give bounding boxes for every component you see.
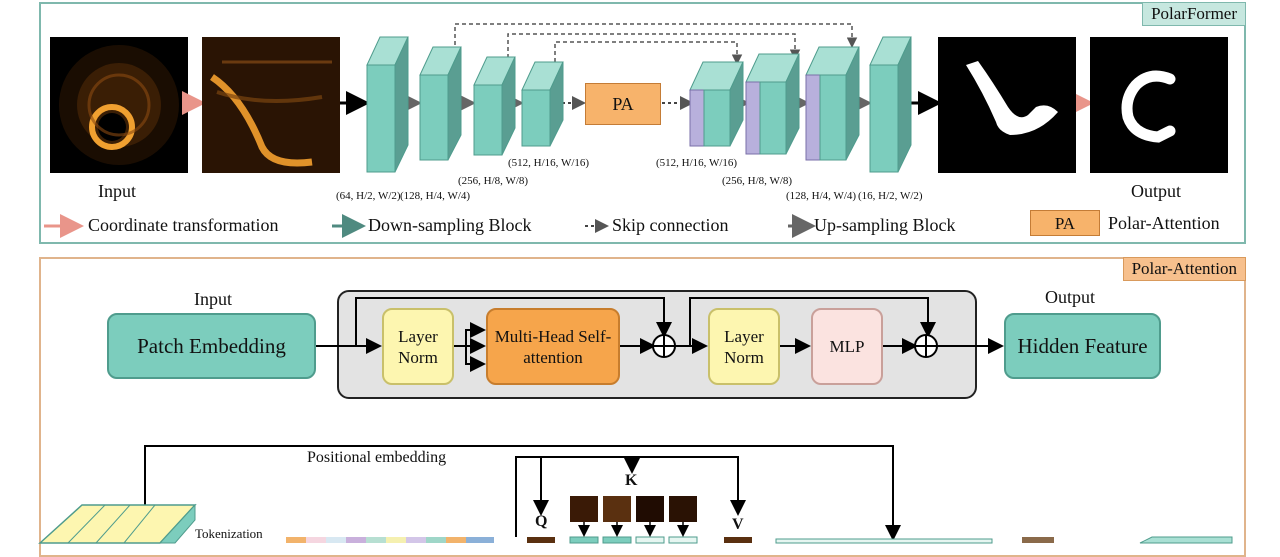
output-token-row xyxy=(775,538,993,544)
polar-attention-arrows xyxy=(38,297,1233,544)
down-block-3 xyxy=(473,56,516,156)
polarformer-panel: PolarFormer xyxy=(39,2,1246,244)
q-label: Q xyxy=(535,513,548,530)
encoder-decoder-blocks xyxy=(366,36,912,173)
input-caption: Input xyxy=(98,181,136,201)
dim-down-1: (64, H/2, W/2) xyxy=(336,190,401,202)
legend-pa-box: PA xyxy=(1030,210,1100,236)
oct-ring-graphic xyxy=(59,45,179,165)
dim-up-4: (16, H/2, W/2) xyxy=(858,190,923,202)
tokenization-label: Tokenization xyxy=(195,526,263,541)
v-label: V xyxy=(732,516,744,533)
legend-pa-box-label: PA xyxy=(1054,213,1076,233)
legend-down-sampling: Down-sampling Block xyxy=(368,215,532,235)
hidden-feature-box: Hidden Feature xyxy=(1004,313,1161,379)
polar-mask-graphic xyxy=(966,61,1058,135)
mini-patch xyxy=(1022,537,1054,543)
legend-skip-connection: Skip connection xyxy=(612,215,729,235)
mlp-label: MLP xyxy=(829,337,865,356)
polar-attention-tag: Polar-Attention xyxy=(1122,257,1246,281)
dim-down-4: (512, H/16, W/16) xyxy=(508,157,590,169)
attention-cells xyxy=(527,536,752,544)
pa-output-caption: Output xyxy=(1045,287,1096,307)
k-label: K xyxy=(625,472,638,489)
dim-down-2: (128, H/4, W/4) xyxy=(400,190,471,202)
layer-norm-2-box: Layer Norm xyxy=(708,308,780,385)
input-oct-image xyxy=(50,37,188,173)
legend-up-sampling: Up-sampling Block xyxy=(814,215,956,235)
pa-block: PA xyxy=(585,83,661,125)
up-block-1 xyxy=(689,61,744,147)
pa-block-label: PA xyxy=(612,93,634,114)
up-block-4 xyxy=(869,36,912,173)
polar-prediction-image xyxy=(938,37,1076,173)
token-sequence xyxy=(286,537,494,543)
patch-embedding-label: Patch Embedding xyxy=(137,333,286,358)
hidden-feature-label: Hidden Feature xyxy=(1017,333,1148,358)
layer-norm-1-label: Layer Norm xyxy=(398,326,438,367)
patch-embedding-box: Patch Embedding xyxy=(107,313,316,379)
output-caption: Output xyxy=(1131,181,1182,201)
layer-norm-2-label: Layer Norm xyxy=(724,326,764,367)
output-mask-graphic xyxy=(1121,70,1176,143)
legend-polar-attention: Polar-Attention xyxy=(1108,213,1220,233)
polar-image-graphic xyxy=(202,37,340,173)
output-mask-image xyxy=(1090,37,1228,173)
pa-input-caption: Input xyxy=(194,289,232,309)
up-block-3 xyxy=(805,46,860,161)
dim-up-3: (128, H/4, W/4) xyxy=(786,190,857,202)
mhsa-label: Multi-Head Self-attention xyxy=(494,326,612,367)
key-patches xyxy=(570,496,697,522)
token-stack xyxy=(38,503,197,544)
positional-embedding-label: Positional embedding xyxy=(307,449,447,466)
up-block-2 xyxy=(745,53,800,155)
dim-down-3: (256, H/8, W/8) xyxy=(458,175,529,187)
polarformer-tag: PolarFormer xyxy=(1142,2,1246,26)
mlp-box: MLP xyxy=(811,308,883,385)
legend-coord-transform: Coordinate transformation xyxy=(88,215,279,235)
down-block-1 xyxy=(366,36,409,173)
layer-norm-1-box: Layer Norm xyxy=(382,308,454,385)
output-token-stack xyxy=(1139,536,1233,544)
mhsa-box: Multi-Head Self-attention xyxy=(486,308,620,385)
down-block-2 xyxy=(419,46,462,161)
down-block-4 xyxy=(521,61,564,147)
dim-up-1: (512, H/16, W/16) xyxy=(656,157,738,169)
dim-up-2: (256, H/8, W/8) xyxy=(722,175,793,187)
legend-arrows xyxy=(44,214,816,238)
polar-transformed-image xyxy=(202,37,340,173)
